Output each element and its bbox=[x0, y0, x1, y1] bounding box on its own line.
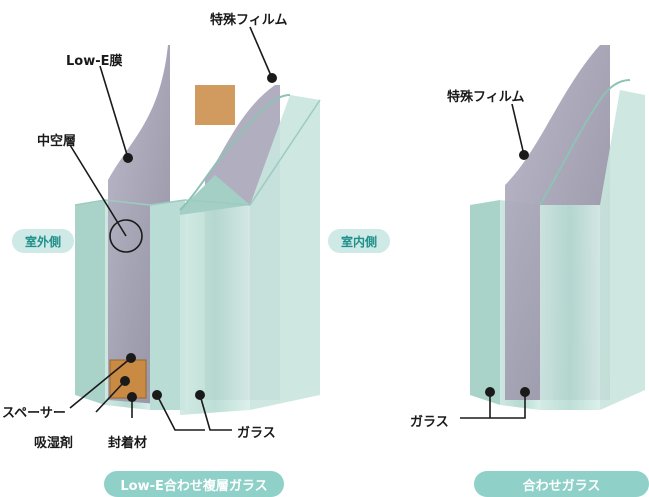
label-special-film-left: 特殊フィルム bbox=[210, 13, 288, 28]
outdoor-side-badge: 室外側 bbox=[12, 229, 74, 253]
label-glass-right: ガラス bbox=[410, 415, 449, 430]
caption-low-e-laminated-double-glass: Low-E合わせ複層ガラス bbox=[104, 471, 284, 497]
label-desiccant: 吸湿剤 bbox=[34, 436, 74, 451]
right-callouts bbox=[460, 103, 526, 419]
label-hollow-layer: 中空層 bbox=[37, 134, 77, 149]
indoor-side-badge: 室内側 bbox=[328, 229, 390, 253]
label-sealant: 封着材 bbox=[108, 436, 148, 451]
label-special-film-right: 特殊フィルム bbox=[447, 90, 525, 105]
left-callouts bbox=[69, 26, 273, 431]
left-glass-unit bbox=[74, 45, 321, 415]
label-low-e-film: Low-E膜 bbox=[66, 54, 123, 69]
right-glass-unit bbox=[470, 45, 645, 410]
caption-laminated-glass: 合わせガラス bbox=[474, 471, 649, 497]
label-glass-left: ガラス bbox=[237, 426, 276, 441]
label-spacer: スペーサー bbox=[2, 406, 66, 421]
